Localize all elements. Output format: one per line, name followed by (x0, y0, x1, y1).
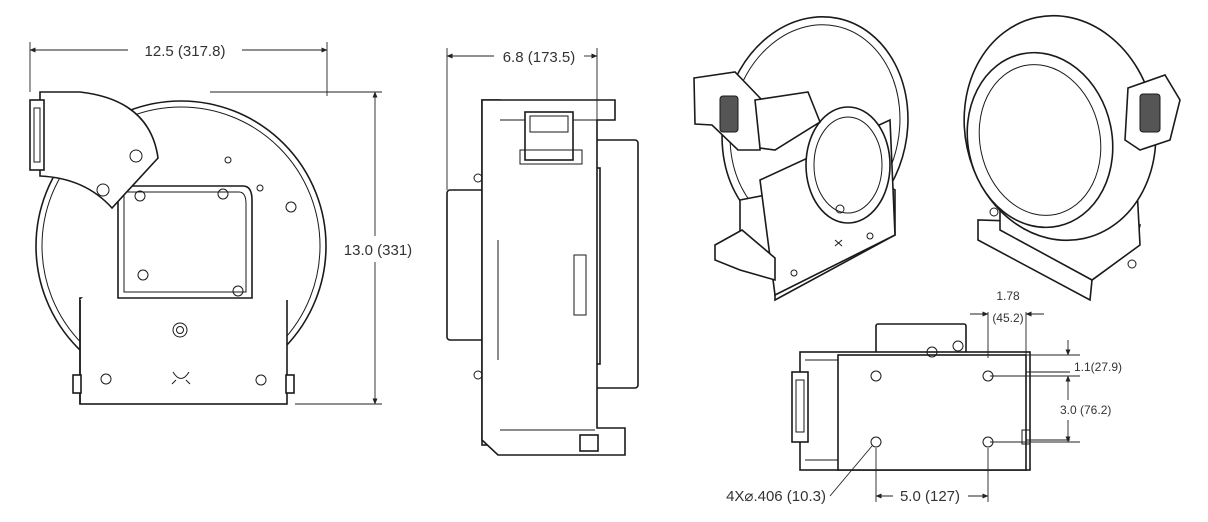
bottom-view (791, 323, 1070, 471)
bottom-offset-inch-label: 1.78 (996, 289, 1020, 303)
side-width-label: 6.8 (173.5) (503, 49, 576, 66)
side-width-dimension (446, 48, 598, 190)
bottom-edge-label: 1.1(27.9) (1074, 360, 1122, 374)
bottom-offset-mm-label: (45.2) (992, 311, 1023, 325)
bottom-holes-label: 4X⌀.406 (10.3) (726, 488, 826, 505)
isometric-view-rear (963, 14, 1181, 302)
front-width-label: 12.5 (317.8) (145, 43, 226, 60)
front-view (29, 91, 327, 405)
front-height-label: 13.0 (331) (344, 242, 412, 259)
bottom-hole-spacing-h-label: 5.0 (127) (900, 488, 960, 505)
front-height-dimension (210, 91, 382, 405)
isometric-view-front (693, 15, 909, 302)
bottom-view-dimensions (829, 311, 1080, 502)
side-view (446, 99, 639, 456)
bottom-hole-spacing-v-label: 3.0 (76.2) (1060, 403, 1111, 417)
front-width-dimension (29, 42, 328, 96)
